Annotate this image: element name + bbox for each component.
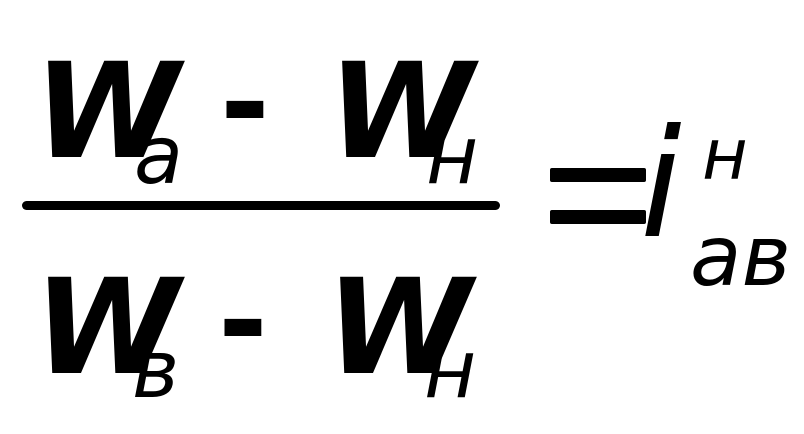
denominator-w-n: W: [326, 251, 472, 405]
result-superscript: н: [702, 114, 748, 196]
numerator-w-a: W: [34, 35, 180, 189]
numerator-minus: -: [220, 34, 270, 173]
numerator-subscript-n: н: [426, 109, 479, 202]
fraction-bar: [22, 201, 500, 210]
denominator-subscript-v: в: [132, 323, 180, 416]
result-symbol-i: i: [640, 98, 682, 272]
equals-sign: [550, 168, 646, 224]
result-subscript: ав: [690, 207, 791, 305]
denominator-w-v: W: [34, 251, 180, 405]
numerator-subscript-a: а: [134, 109, 184, 202]
denominator-minus: -: [218, 252, 268, 391]
numerator-w-n: W: [328, 35, 474, 189]
denominator-subscript-n: н: [424, 323, 477, 416]
